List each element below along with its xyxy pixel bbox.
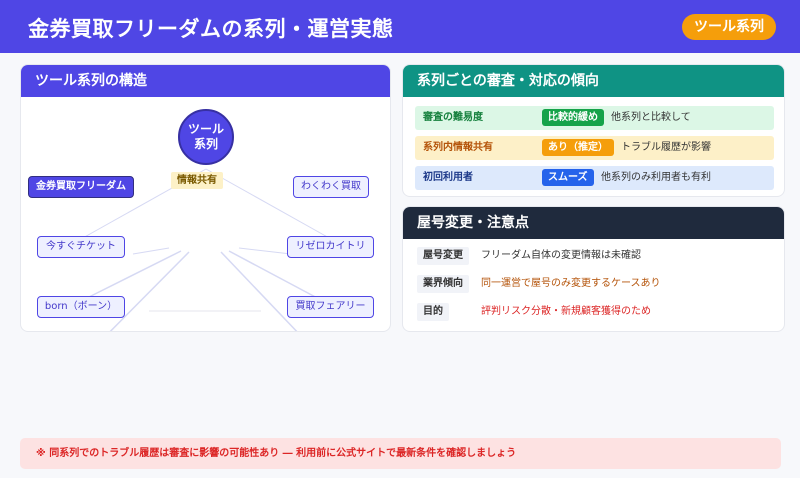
trend-label: 審査の難易度 <box>423 112 483 123</box>
trend-card-title: 系列ごとの審査・対応の傾向 <box>403 65 784 97</box>
node-freedom: 金券買取フリーダム <box>28 176 134 198</box>
connector-lines <box>80 168 332 331</box>
change-key: 屋号変更 <box>417 247 469 265</box>
info-share-tag: 情報共有 <box>171 172 223 189</box>
warning-footer: ※ 同系列でのトラブル履歴は審査に影響の可能性あり ― 利用前に公式サイトで最新… <box>20 438 781 469</box>
connector-share-rezero <box>228 250 322 301</box>
trend-note: 他系列と比較して <box>611 112 691 123</box>
node-kaitori-fairy: 買取フェアリー <box>287 296 374 318</box>
change-key: 業界傾向 <box>417 275 469 293</box>
change-card: 屋号変更・注意点 屋号変更 フリーダム自体の変更情報は未確認 業界傾向 同一運営… <box>402 206 785 332</box>
connector-share-fairy <box>220 251 298 331</box>
structure-diagram: ツール 系列 金券買取フリーダム 情報共有 わくわく買取 今すぐチケット リゼロ… <box>21 97 390 331</box>
trend-label: 初回利用者 <box>423 172 473 183</box>
change-key: 目的 <box>417 303 449 321</box>
node-imasugu-ticket: 今すぐチケット <box>37 236 125 258</box>
page-header: 金券買取フリーダムの系列・運営実態 ツール系列 <box>0 0 800 53</box>
trend-note: トラブル履歴が影響 <box>621 142 711 153</box>
node-rezero: リゼロカイトリ <box>287 236 374 258</box>
trend-label: 系列内情報共有 <box>423 142 493 153</box>
hub-label-line2: 系列 <box>193 137 218 151</box>
trend-pill: あり（推定） <box>542 139 614 156</box>
hub-label-line1: ツール <box>187 122 224 136</box>
trend-note: 他系列のみ利用者も有利 <box>601 172 711 183</box>
change-value: 評判リスク分散・新規顧客獲得のため <box>481 306 651 317</box>
trend-row-info-share: 系列内情報共有 あり（推定） トラブル履歴が影響 <box>415 136 774 160</box>
change-value: フリーダム自体の変更情報は未確認 <box>481 250 641 261</box>
page-title: 金券買取フリーダムの系列・運営実態 <box>28 17 394 41</box>
node-wakuwaku: わくわく買取 <box>293 176 369 198</box>
change-row-name-change: 屋号変更 フリーダム自体の変更情報は未確認 <box>415 245 774 265</box>
structure-card: ツール系列の構造 ツール 系列 金券買取フリーダム 情報共有 わくわく買取 今す… <box>20 64 391 332</box>
connector-share-imasugu <box>82 250 182 301</box>
change-value: 同一運営で屋号のみ変更するケースあり <box>481 278 661 289</box>
trend-pill: スムーズ <box>542 169 594 186</box>
node-born: born（ボーン） <box>37 296 125 318</box>
structure-card-title: ツール系列の構造 <box>21 65 390 97</box>
category-badge: ツール系列 <box>682 14 776 40</box>
tool-group-hub: ツール 系列 <box>178 109 234 165</box>
trend-pill: 比較的緩め <box>542 109 604 126</box>
change-row-industry-trend: 業界傾向 同一運営で屋号のみ変更するケースあり <box>415 273 774 293</box>
connector-main-share <box>132 247 170 255</box>
connector-share-born <box>109 251 190 331</box>
change-row-purpose: 目的 評判リスク分散・新規顧客獲得のため <box>415 301 774 321</box>
trend-row-difficulty: 審査の難易度 比較的緩め 他系列と比較して <box>415 106 774 130</box>
trend-card: 系列ごとの審査・対応の傾向 審査の難易度 比較的緩め 他系列と比較して 系列内情… <box>402 64 785 197</box>
connector-share-wakuwaku <box>238 247 292 255</box>
change-card-title: 屋号変更・注意点 <box>403 207 784 239</box>
trend-row-first-time: 初回利用者 スムーズ 他系列のみ利用者も有利 <box>415 166 774 190</box>
connector-hub-wakuwaku <box>205 168 332 240</box>
